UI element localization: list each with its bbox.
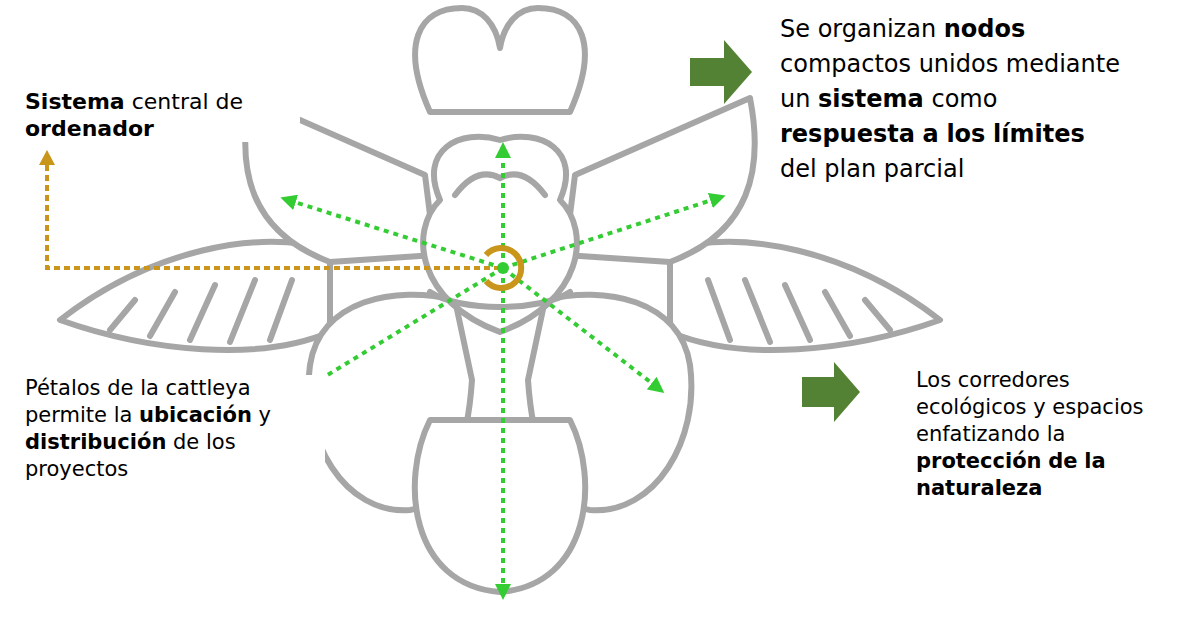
word: compactos [780, 50, 911, 78]
word: y [1033, 395, 1045, 419]
word: parcial [884, 155, 965, 183]
right-upper-petal [565, 98, 755, 262]
word: cattleya [166, 376, 251, 400]
word: ecológicos [916, 395, 1027, 419]
word: un [780, 85, 810, 113]
right-leaf [670, 242, 940, 350]
center-arc [486, 248, 521, 288]
block-arrow [690, 40, 752, 104]
top-petal [415, 8, 585, 112]
radial-arrow [501, 268, 505, 592]
word: proyectos [25, 457, 128, 481]
word: unidos [919, 50, 999, 78]
word: Se [780, 15, 810, 43]
word: de [1048, 449, 1077, 473]
word: de [173, 430, 199, 454]
word: central [132, 89, 209, 114]
flower-outline [60, 8, 940, 592]
word: ordenador [25, 116, 154, 141]
word: Sistema [25, 89, 125, 114]
word: protección [916, 449, 1042, 473]
callout-label-box: Sistema central de ordenador [25, 88, 300, 142]
word: los [946, 120, 985, 148]
word: corredores [958, 368, 1070, 392]
callout-text: Sistema central de ordenador [25, 88, 300, 142]
word: la [140, 376, 159, 400]
word: límites [993, 120, 1085, 148]
word: de [107, 376, 133, 400]
leader-arrowhead [39, 150, 55, 165]
word: naturaleza [916, 476, 1042, 500]
column-curve [455, 174, 545, 195]
bottom-petal [415, 420, 585, 592]
word: Pétalos [25, 376, 101, 400]
word: la [114, 403, 133, 427]
leader-line [47, 163, 500, 268]
word: distribución [25, 430, 166, 454]
center-dot [497, 262, 509, 274]
word: Los [916, 368, 951, 392]
word: los [206, 430, 236, 454]
word: permite [25, 403, 107, 427]
word: espacios [1052, 395, 1143, 419]
word: la [1084, 449, 1105, 473]
word: plan [824, 155, 876, 183]
radial-arrow [503, 198, 718, 268]
word: de [216, 89, 244, 114]
left-leaf [60, 242, 330, 350]
block-arrow [802, 362, 860, 422]
callout-text: Pétalos de la cattleya permite la ubicac… [25, 375, 325, 483]
word: respuesta [780, 120, 915, 148]
radial-arrow [503, 268, 658, 388]
word: mediante [1006, 50, 1120, 78]
word: como [931, 85, 997, 113]
word: enfatizando [916, 422, 1040, 446]
callout-text: Los corredores ecológicos y espacios enf… [916, 367, 1151, 502]
radial-arrows [288, 150, 718, 592]
word: a [923, 120, 939, 148]
word: sistema [818, 85, 924, 113]
word: del [780, 155, 817, 183]
callout-label-box: Se organizan nodos compactos unidos medi… [780, 12, 1125, 187]
right-leaf-stripes [708, 280, 890, 342]
callout-text: Se organizan nodos compactos unidos medi… [780, 12, 1125, 187]
column-petal [423, 137, 577, 332]
word: ubicación [139, 403, 252, 427]
word: y [259, 403, 271, 427]
flower-details [110, 174, 890, 342]
radial-arrow [298, 268, 503, 393]
word: organizan [818, 15, 936, 43]
callout-label-box: Los corredores ecológicos y espacios enf… [916, 367, 1151, 502]
word: la [1047, 422, 1066, 446]
left-leaf-stripes [110, 280, 292, 342]
radial-arrow [288, 200, 503, 268]
word: nodos [944, 15, 1026, 43]
callout-label-box: Pétalos de la cattleya permite la ubicac… [25, 375, 325, 483]
